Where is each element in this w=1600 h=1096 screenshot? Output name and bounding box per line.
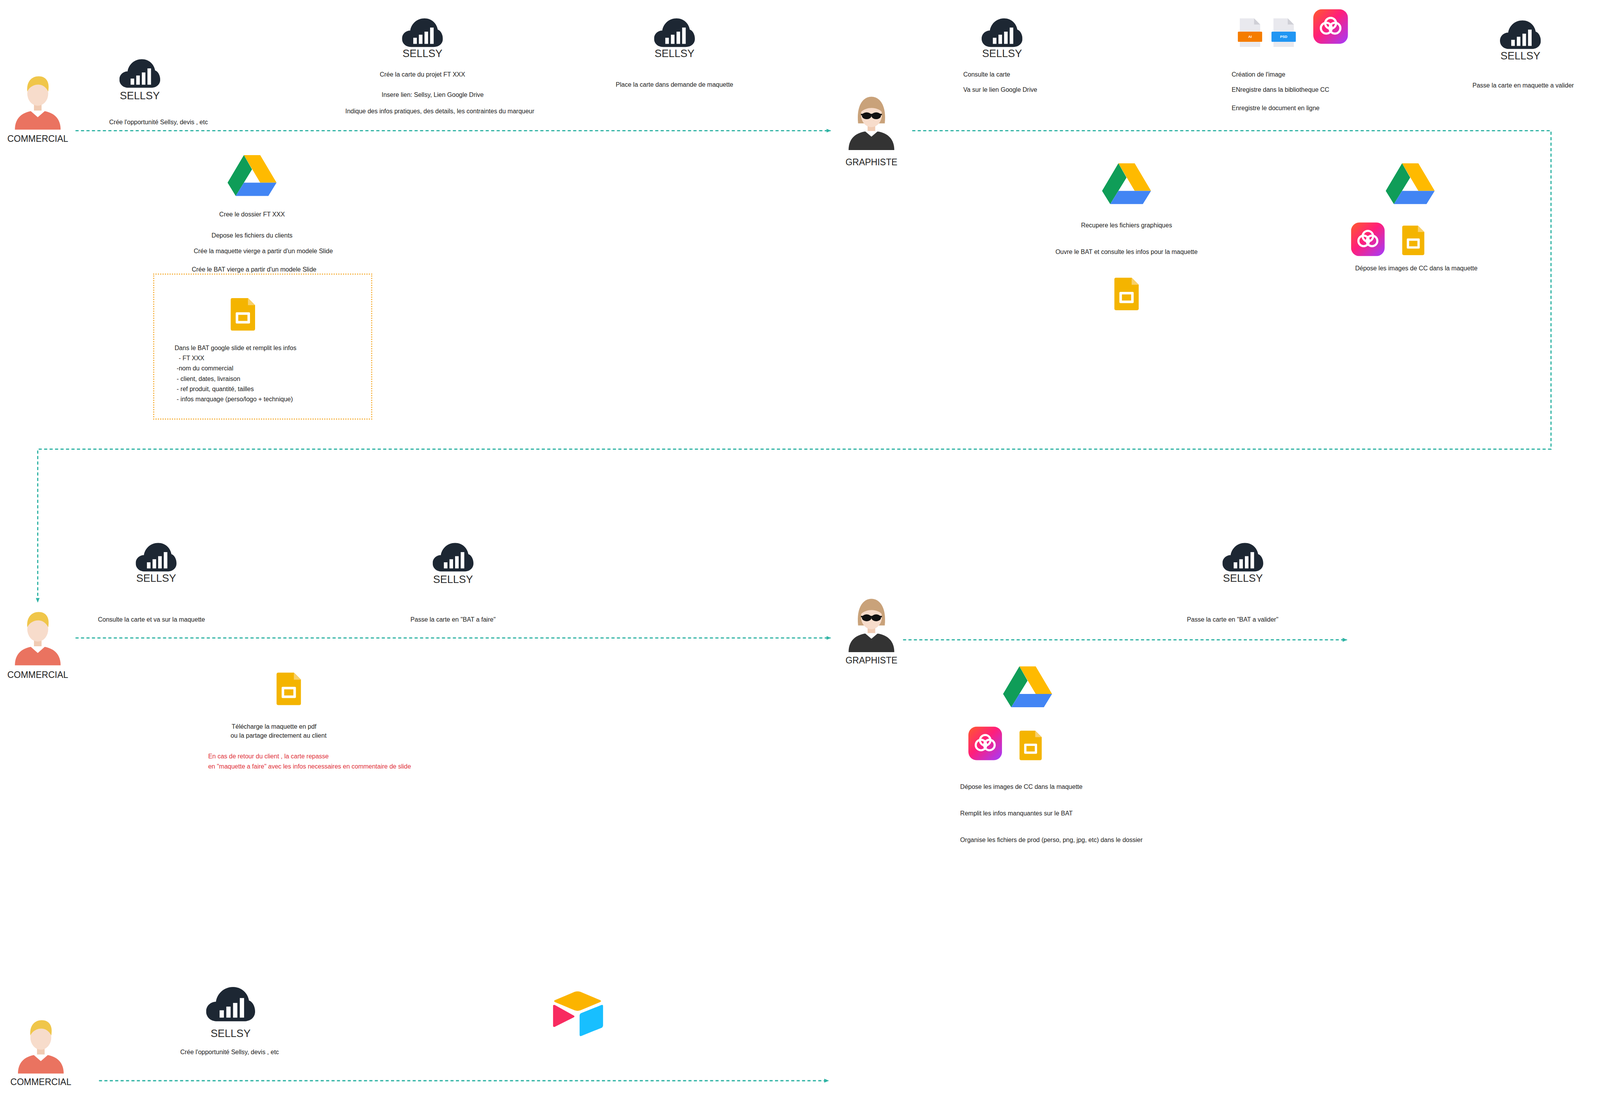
step-note: Crée l'opportunité Sellsy, devis , etc [180,1048,279,1056]
file-type: PSD [1280,34,1288,39]
step-note: Création de l'image [1231,70,1286,78]
system-name: SELLSY [1500,50,1541,63]
step-note: Consulte la carte et va sur la maquette [98,615,206,623]
step-note: Cree le dossier FT XXX [219,210,285,218]
airtable-icon [553,991,604,1036]
step-note: Passe la carte en maquette a valider [1472,82,1574,90]
step-note: Passe la carte en "BAT a valider" [1187,615,1279,623]
step-note: ENregistre dans la bibliotheque CC [1231,86,1330,94]
step-note: Enregistre le document en ligne [1231,104,1320,112]
note-box: Dans le BAT google slide et remplit les … [153,273,373,420]
sellsy-icon [1500,20,1541,49]
step-note: Crée l'opportunité Sellsy, devis , etc [109,118,209,126]
step-note: Organise les fichiers de prod (perso, pn… [960,836,1143,844]
psd-file-icon [1271,18,1297,47]
creative-cloud-icon [1313,9,1349,45]
step-note: Télécharge la maquette en pdf [231,723,317,731]
flow-connector [75,637,831,639]
sellsy-icon [135,542,177,572]
step-note: En cas de retour du client , la carte re… [208,752,329,760]
step-note: Remplit les infos manquantes sur le BAT [960,809,1073,817]
step-note: Crée la maquette vierge a partir d'un mo… [193,247,333,255]
note-line: - FT XXX [178,354,205,362]
actor-label: COMMERCIAL [7,133,69,144]
step-note: Va sur le lien Google Drive [963,86,1038,94]
drive-icon [227,155,277,196]
sellsy-icon [1222,542,1263,572]
creative-cloud-icon [1351,222,1385,256]
ai-file-icon [1237,18,1263,47]
flow-line [903,639,1347,641]
system-name: SELLSY [654,48,695,61]
step-note: Crée la carte du projet FT XXX [379,70,465,78]
slides-icon [230,298,256,331]
step-note: Insere lien: Sellsy, Lien Google Drive [381,91,484,99]
sellsy-icon [401,18,443,47]
note-line: - ref produit, quantité, tailles [176,385,254,393]
slides-icon [276,672,302,706]
graphiste-icon [848,96,895,150]
flow-connector [75,130,831,132]
system-name: SELLSY [136,572,177,585]
slides-icon [1019,730,1042,761]
commercial-icon [14,76,61,130]
system-name: SELLSY [1223,572,1263,585]
drive-icon [1003,666,1052,707]
step-note: Passe la carte en "BAT a faire" [410,615,496,623]
system-name: SELLSY [433,573,474,586]
step-note: Crée le BAT vierge a partir d'un modele … [191,265,317,273]
actor: GRAPHISTE [830,89,913,170]
commercial-icon [17,1019,64,1074]
system-name: SELLSY [982,48,1022,61]
commercial-icon [14,611,61,666]
actor-label: COMMERCIAL [10,1076,72,1087]
file-type: AI [1248,34,1252,39]
system-name: SELLSY [210,1027,251,1040]
step-note: ou la partage directement au client [230,732,327,740]
sellsy-icon [119,58,161,88]
note-line: - client, dates, livraison [176,375,241,383]
drive-icon [1101,163,1151,204]
creative-cloud-icon [968,726,1002,761]
actor: COMMERCIAL [3,1010,79,1088]
step-note: en "maquette a faire" avec les infos nec… [208,762,411,770]
actor-label: GRAPHISTE [845,655,898,666]
step-note: Place la carte dans demande de maquette [615,81,734,89]
flow-line [98,1079,829,1081]
sellsy-icon [653,18,695,47]
slides-icon [1402,225,1425,256]
actor: COMMERCIAL [0,601,76,682]
sellsy-icon [206,986,256,1022]
system-name: SELLSY [119,89,160,102]
sellsy-icon [432,542,474,572]
step-note: Indique des infos pratiques, des details… [345,107,535,115]
step-note: Recupere les fichiers graphiques [1080,221,1172,229]
sellsy-icon [981,18,1023,47]
note-line: - infos marquage (perso/logo + technique… [176,395,293,403]
step-note: Consulte la carte [963,70,1011,78]
step-note: Ouvre le BAT et consulte les infos pour … [1055,248,1198,256]
slides-icon [1114,277,1140,311]
note-line: -nom du commercial [176,364,234,372]
drive-icon [1385,163,1435,204]
actor: COMMERCIAL [0,67,76,147]
actor: GRAPHISTE [830,589,913,668]
step-note: Dépose les images de CC dans la maquette [960,783,1083,791]
flow-connector [37,130,1552,602]
graphiste-icon [848,598,895,652]
system-name: SELLSY [402,48,443,61]
actor-label: GRAPHISTE [845,157,898,168]
actor-label: COMMERCIAL [7,669,69,680]
note-line: Dans le BAT google slide et remplit les … [174,344,297,352]
step-note: Depose les fichiers du clients [211,232,293,240]
step-note: Dépose les images de CC dans la maquette [1355,264,1478,272]
